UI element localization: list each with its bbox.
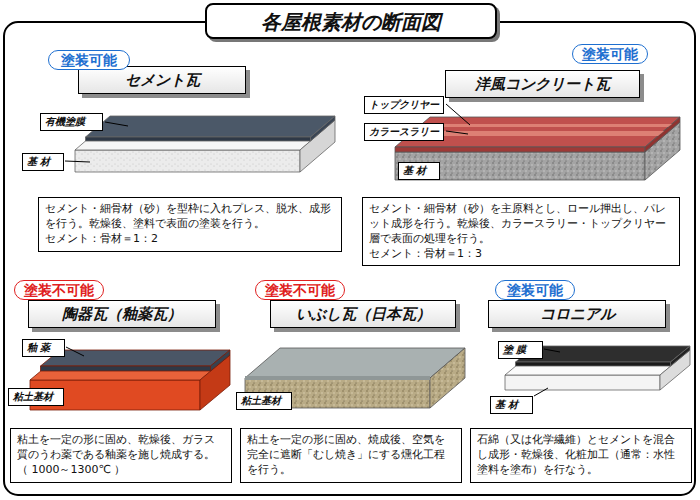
description-box: セメント・細骨材（砂）を型枠に入れプレス、脱水、成形を行う。乾燥後、塗料で表面の…	[38, 197, 342, 252]
layer-label: 基 材	[490, 396, 533, 414]
cement-tile-slab	[75, 116, 335, 172]
material-name-bar: セメント瓦	[78, 66, 246, 94]
art-shape	[41, 366, 211, 371]
description-box: セメント・細骨材（砂）を主原料とし、ロール押出し、パレット成形を行う。乾燥後、カ…	[362, 197, 680, 266]
art-shape	[446, 104, 470, 125]
node-text: 塗装不可能	[265, 282, 335, 298]
description-text: セメント：骨材＝1：3	[369, 247, 673, 262]
description-text: セメント：骨材＝1：2	[45, 232, 335, 247]
description-text: 粘土を一定の形に固め、乾燥後、ガラス質のうわ薬である釉薬を施し焼成する。（ 10…	[17, 433, 225, 478]
title-box: 各屋根素材の断面図	[205, 3, 497, 39]
material-name-bar: 陶器瓦（釉薬瓦）	[28, 300, 216, 328]
layer-label: 粘土基材	[236, 392, 292, 410]
art-shape	[86, 116, 336, 137]
art-shape	[418, 124, 672, 127]
node-text: 基 材	[403, 165, 426, 176]
node-text: いぶし瓦（日本瓦）	[296, 305, 431, 323]
art-shape	[430, 348, 465, 408]
material-name-bar: コロニアル	[488, 300, 666, 328]
layer-label: 有機塗膜	[40, 113, 103, 131]
title-text: 各屋根素材の断面図	[261, 10, 441, 34]
description-text: セメント・細骨材（砂）を型枠に入れプレス、脱水、成形を行う。乾燥後、塗料で表面の…	[45, 202, 335, 232]
art-shape	[66, 347, 84, 356]
node-text: 釉 薬	[27, 342, 50, 353]
art-shape	[671, 346, 691, 366]
paint-tag: 塗装不可能	[255, 280, 345, 300]
description-text: 石綿（又は化学繊維）とセメントを混合し成形・乾燥後、化粧加工（通常：水性塗料を塗…	[477, 433, 685, 478]
art-shape	[211, 350, 231, 371]
art-shape	[544, 349, 560, 352]
node-text: 有機塗膜	[45, 116, 85, 127]
node-text: 塗装可能	[507, 282, 563, 298]
layer-label: 粘土基材	[8, 388, 64, 406]
art-shape	[516, 362, 671, 366]
node-text: カラースラリー	[369, 126, 439, 137]
art-shape	[105, 122, 128, 126]
node-text: トップクリヤー	[369, 99, 439, 110]
art-shape	[505, 375, 660, 390]
art-shape	[86, 137, 311, 141]
layer-label: トップクリヤー	[364, 96, 444, 114]
layer-label: 塗 膜	[498, 341, 543, 359]
description-text: 粘土を一定の形に固め、焼成後、空気を完全に遮断「むし焼き」にする燻化工程を行う。	[247, 433, 455, 478]
leader-lines	[66, 347, 84, 356]
art-shape	[446, 131, 468, 134]
art-shape	[395, 152, 645, 180]
material-name-bar: 洋風コンクリート瓦	[445, 70, 640, 98]
node-text: 基 材	[27, 156, 50, 167]
node-text: 塗装可能	[61, 52, 117, 68]
node-text: 粘土基材	[241, 395, 281, 406]
paint-tag: 塗装可能	[495, 280, 575, 300]
node-text: 基 材	[495, 399, 518, 410]
node-text: 塗 膜	[503, 344, 526, 355]
layer-label: カラースラリー	[364, 123, 444, 141]
outer-frame	[4, 22, 695, 495]
node-text: 粘土基材	[13, 391, 53, 402]
art-shape	[245, 376, 430, 380]
node-text: 陶器瓦（釉薬瓦）	[62, 305, 182, 323]
description-box: 粘土を一定の形に固め、乾燥後、ガラス質のうわ薬である釉薬を施し焼成する。（ 10…	[10, 428, 232, 483]
node-text: 塗装可能	[582, 46, 638, 62]
art-shape	[65, 161, 90, 162]
description-box: 粘土を一定の形に固め、焼成後、空気を完全に遮断「むし焼き」にする燻化工程を行う。	[240, 428, 462, 483]
art-shape	[534, 388, 548, 396]
art-shape	[41, 350, 231, 366]
art-shape	[311, 116, 336, 141]
layer-label: 基 材	[398, 162, 440, 180]
art-shape	[408, 131, 664, 136]
paint-tag: 塗装可能	[48, 50, 130, 70]
node-text: 塗装不可能	[24, 282, 94, 298]
description-text: セメント・細骨材（砂）を主原料とし、ロール押出し、パレット成形を行う。乾燥後、カ…	[369, 202, 673, 247]
node-text: コロニアル	[540, 305, 615, 323]
material-name-bar: いぶし瓦（日本瓦）	[270, 300, 456, 328]
art-shape	[395, 147, 645, 152]
node-text: セメント瓦	[125, 71, 200, 89]
art-shape	[245, 348, 465, 378]
node-text: 洋風コンクリート瓦	[475, 75, 610, 93]
layer-label: 基 材	[22, 153, 64, 171]
paint-tag: 塗装不可能	[14, 280, 104, 300]
leader-lines	[446, 104, 470, 134]
art-shape	[75, 150, 300, 172]
description-box: 石綿（又は化学繊維）とセメントを混合し成形・乾燥後、化粧加工（通常：水性塗料を塗…	[470, 428, 692, 483]
paint-tag: 塗装可能	[572, 44, 648, 64]
layer-label: 釉 薬	[22, 339, 65, 357]
